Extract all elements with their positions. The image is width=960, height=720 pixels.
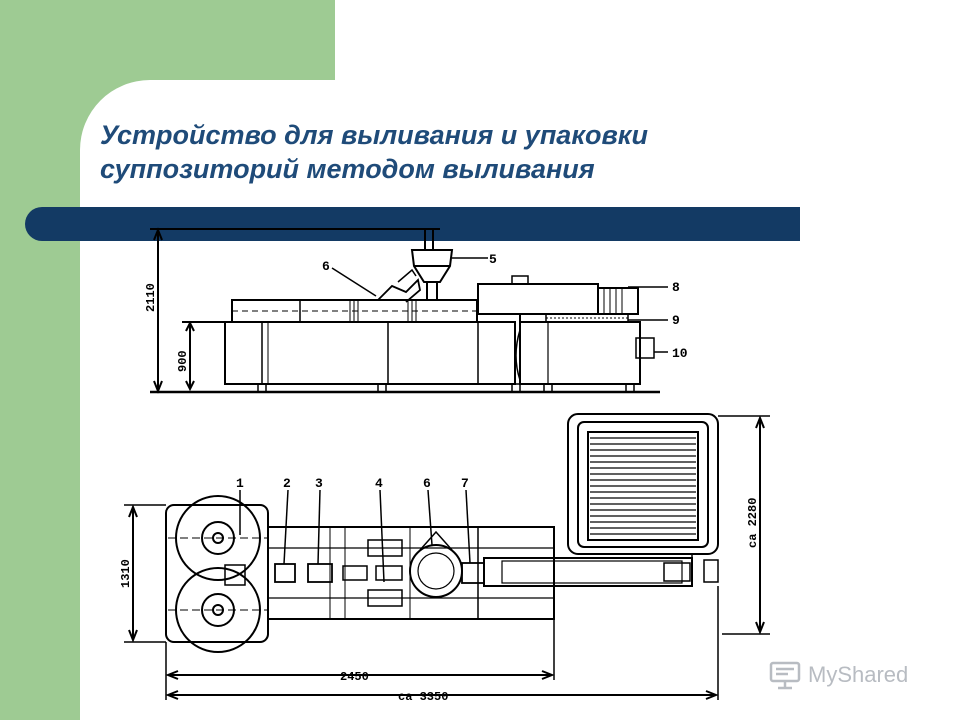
dimension-ca-2280: ca 2280 — [746, 498, 760, 548]
callout-6-top: 6 — [423, 476, 431, 491]
dimension-ca-3350: ca 3350 — [398, 690, 448, 704]
dimension-2110: 2110 — [144, 283, 158, 312]
dimension-900: 900 — [176, 350, 190, 372]
callout-9: 9 — [672, 313, 680, 328]
content-card — [80, 80, 960, 720]
callout-7: 7 — [461, 476, 469, 491]
callout-4: 4 — [375, 476, 383, 491]
title-line-2: суппозиторий методом выливания — [100, 154, 595, 184]
watermark-text: MyShared — [808, 662, 909, 687]
dimension-2450: 2450 — [340, 670, 369, 684]
callout-8: 8 — [672, 280, 680, 295]
title-divider-bar — [25, 207, 800, 241]
callout-1: 1 — [236, 476, 244, 491]
callout-5: 5 — [489, 252, 497, 267]
title-line-1: Устройство для выливания и упаковки — [100, 120, 648, 150]
slide-title: Устройство для выливания и упаковки супп… — [100, 118, 900, 186]
top-view — [124, 413, 770, 700]
side-view — [150, 227, 668, 394]
callout-2: 2 — [283, 476, 291, 491]
callout-10: 10 — [672, 346, 688, 361]
callout-6-side: 6 — [322, 259, 330, 274]
projector-screen-icon — [769, 661, 801, 690]
callout-3: 3 — [315, 476, 323, 491]
dimension-1310: 1310 — [119, 559, 133, 588]
watermark: MyShared — [768, 657, 908, 693]
